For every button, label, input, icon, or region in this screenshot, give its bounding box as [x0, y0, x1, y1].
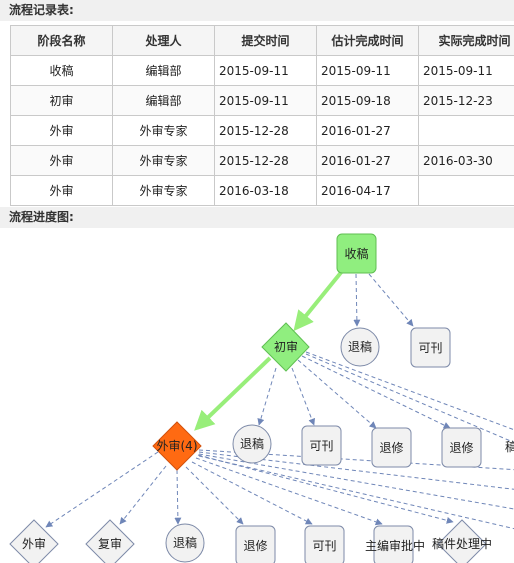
node-label-kekan-3: 可刊 — [312, 539, 336, 553]
edge-chushen-offscreen — [305, 351, 514, 431]
edge-waishen-offscreen-3 — [198, 453, 514, 510]
table-row: 外审 外审专家 2015-12-28 2016-01-27 — [10, 115, 514, 146]
edge-chushen-tuigao — [257, 367, 277, 426]
cell-submit-time: 2015-09-11 — [214, 85, 317, 116]
cell-estimated-time: 2015-09-11 — [316, 55, 419, 86]
flow-diagram: 收稿 退稿 可刊 初审 退稿 可刊 退修 退修 稿 外审(4) 外审 — [9, 233, 514, 563]
node-label-tuixiu-3: 退修 — [449, 440, 473, 455]
cell-estimated-time: 2016-01-27 — [316, 145, 419, 176]
cell-actual-time: 2015-09-11 — [418, 55, 514, 86]
edge-chushen-waishen — [194, 356, 272, 431]
node-zhubian[interactable]: 主编审批中 — [365, 525, 425, 563]
cell-actual-time: 2015-12-23 — [418, 85, 514, 116]
cell-actual-time — [418, 115, 514, 146]
node-waishen-sub[interactable]: 外审 — [9, 519, 59, 563]
cell-stage: 收稿 — [10, 55, 113, 86]
edge-shougao-kekan — [368, 273, 414, 327]
flow-edges-pending — [45, 273, 514, 530]
node-label-chushen: 初审 — [274, 339, 298, 354]
node-tuigao-3[interactable]: 退稿 — [165, 523, 205, 563]
flow-edges-done — [194, 268, 345, 431]
records-section-title: 流程记录表: — [0, 0, 514, 21]
edge-shougao-chushen — [293, 268, 345, 332]
cell-actual-time: 2016-03-30 — [418, 145, 514, 176]
node-tuixiu-4[interactable]: 退修 — [235, 525, 276, 563]
table-row: 初审 编辑部 2015-09-11 2015-09-18 2015-12-23 — [10, 85, 514, 116]
node-label-tuigao-3: 退稿 — [173, 535, 197, 550]
table-row: 外审 外审专家 2016-03-18 2016-04-17 — [10, 175, 514, 206]
node-shougao[interactable]: 收稿 — [336, 233, 377, 274]
edge-waishen-fushen — [119, 465, 167, 525]
cell-estimated-time: 2016-01-27 — [316, 115, 419, 146]
node-waishen-active[interactable]: 外审(4) — [152, 421, 202, 471]
node-label-kekan-1: 可刊 — [418, 341, 442, 355]
edge-chushen-offscreen-2 — [305, 353, 514, 443]
node-label-tuixiu-4: 退修 — [243, 538, 267, 553]
cell-handler: 外审专家 — [112, 175, 215, 206]
node-label-zhubian: 主编审批中 — [365, 538, 425, 553]
edge-waishen-offscreen-4 — [198, 455, 514, 530]
node-label-shougao: 收稿 — [344, 246, 368, 261]
cell-actual-time — [418, 175, 514, 206]
edge-waishen-waishen — [45, 451, 159, 528]
node-kekan-2[interactable]: 可刊 — [301, 425, 342, 466]
cell-handler: 外审专家 — [112, 115, 215, 146]
cell-estimated-time: 2015-09-18 — [316, 85, 419, 116]
node-label-tuixiu-2: 退修 — [379, 440, 403, 455]
node-tuigao-1[interactable]: 退稿 — [340, 327, 380, 367]
node-gaojian[interactable]: 稿件处理中 — [432, 519, 492, 563]
cell-handler: 编辑部 — [112, 85, 215, 116]
node-gao-clipped[interactable]: 稿 — [505, 439, 514, 454]
node-tuixiu-2[interactable]: 退修 — [371, 427, 412, 468]
table-row: 外审 外审专家 2015-12-28 2016-01-27 2016-03-30 — [10, 145, 514, 176]
cell-stage: 外审 — [10, 115, 113, 146]
edge-waishen-tuixiu — [185, 466, 244, 525]
cell-submit-time: 2016-03-18 — [214, 175, 317, 206]
node-kekan-1[interactable]: 可刊 — [410, 327, 451, 368]
node-label-fushen: 复审 — [98, 536, 122, 551]
records-table: 阶段名称 处理人 提交时间 估计完成时间 实际完成时间 收稿 编辑部 2015-… — [10, 25, 514, 206]
header-estimated-time: 估计完成时间 — [316, 25, 419, 56]
node-label-gaojian: 稿件处理中 — [432, 536, 492, 551]
header-actual-time: 实际完成时间 — [418, 25, 514, 56]
edge-waishen-zhubian — [195, 457, 383, 526]
header-handler: 处理人 — [112, 25, 215, 56]
cell-submit-time: 2015-09-11 — [214, 55, 317, 86]
node-label-waishen-sub: 外审 — [22, 536, 46, 551]
cell-submit-time: 2015-12-28 — [214, 115, 317, 146]
node-label-waishen-active: 外审(4) — [157, 438, 198, 453]
node-label-tuigao-2: 退稿 — [240, 436, 264, 451]
table-row: 收稿 编辑部 2015-09-11 2015-09-11 2015-09-11 — [10, 55, 514, 86]
node-fushen[interactable]: 复审 — [85, 519, 135, 563]
edge-shougao-tuigao — [353, 273, 361, 327]
edge-waishen-gaojian — [197, 454, 454, 524]
table-header-row: 阶段名称 处理人 提交时间 估计完成时间 实际完成时间 — [10, 25, 514, 56]
node-label-kekan-2: 可刊 — [309, 439, 333, 453]
header-stage: 阶段名称 — [10, 25, 113, 56]
node-kekan-3[interactable]: 可刊 — [304, 525, 345, 563]
node-label-tuigao-1: 退稿 — [348, 339, 372, 354]
node-tuixiu-3[interactable]: 退修 — [441, 427, 482, 468]
node-label-gao-clipped: 稿 — [505, 439, 514, 454]
header-submit-time: 提交时间 — [214, 25, 317, 56]
node-chushen[interactable]: 初审 — [261, 322, 310, 372]
node-tuigao-2[interactable]: 退稿 — [232, 424, 272, 464]
progress-section-title: 流程进度图: — [0, 207, 514, 228]
edge-chushen-kekan — [291, 367, 315, 426]
cell-estimated-time: 2016-04-17 — [316, 175, 419, 206]
edge-chushen-tuixiu — [297, 359, 377, 429]
edge-waishen-tuigao — [174, 469, 182, 525]
cell-stage: 外审 — [10, 145, 113, 176]
edge-waishen-offscreen-1 — [198, 451, 514, 490]
cell-stage: 初审 — [10, 85, 113, 116]
cell-submit-time: 2015-12-28 — [214, 145, 317, 176]
cell-handler: 编辑部 — [112, 55, 215, 86]
cell-handler: 外审专家 — [112, 145, 215, 176]
cell-stage: 外审 — [10, 175, 113, 206]
edge-waishen-kekan — [191, 461, 313, 525]
